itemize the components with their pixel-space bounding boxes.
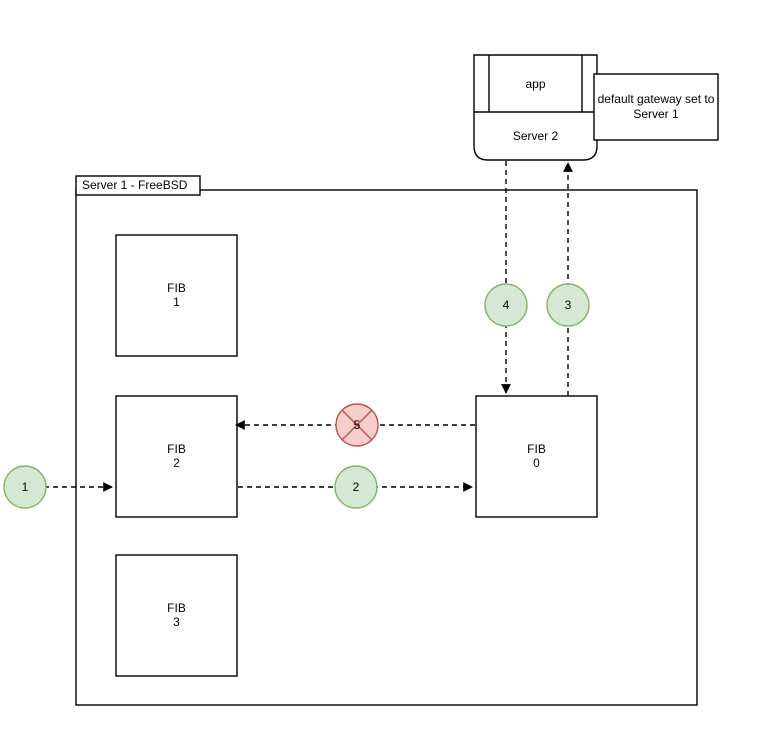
- default-gateway-note-box: [593, 73, 719, 141]
- fib-1-box: [115, 234, 238, 357]
- fib-0-box: [475, 395, 598, 518]
- badge-5-label: 5: [353, 418, 361, 432]
- badge-4-label: 4: [502, 298, 510, 312]
- fib-3-box: [115, 554, 238, 677]
- badge-2-label: 2: [352, 480, 360, 494]
- badge-3-circle: [546, 283, 590, 327]
- default-gateway-note-text: default gateway set to Server 1: [597, 92, 715, 121]
- server1-container-label: Server 1 - FreeBSD: [82, 178, 188, 192]
- badge-1-circle: [3, 465, 47, 509]
- badge-2-circle: [334, 465, 378, 509]
- fib-2-box: [115, 395, 238, 518]
- badge-1-label: 1: [21, 480, 29, 494]
- server2-shape: [473, 54, 598, 161]
- badge-3-label: 3: [564, 298, 572, 312]
- badge-5-cross-stroke-b: [341, 409, 373, 441]
- server1-container-tab: [75, 175, 201, 196]
- badge-4-circle: [484, 283, 528, 327]
